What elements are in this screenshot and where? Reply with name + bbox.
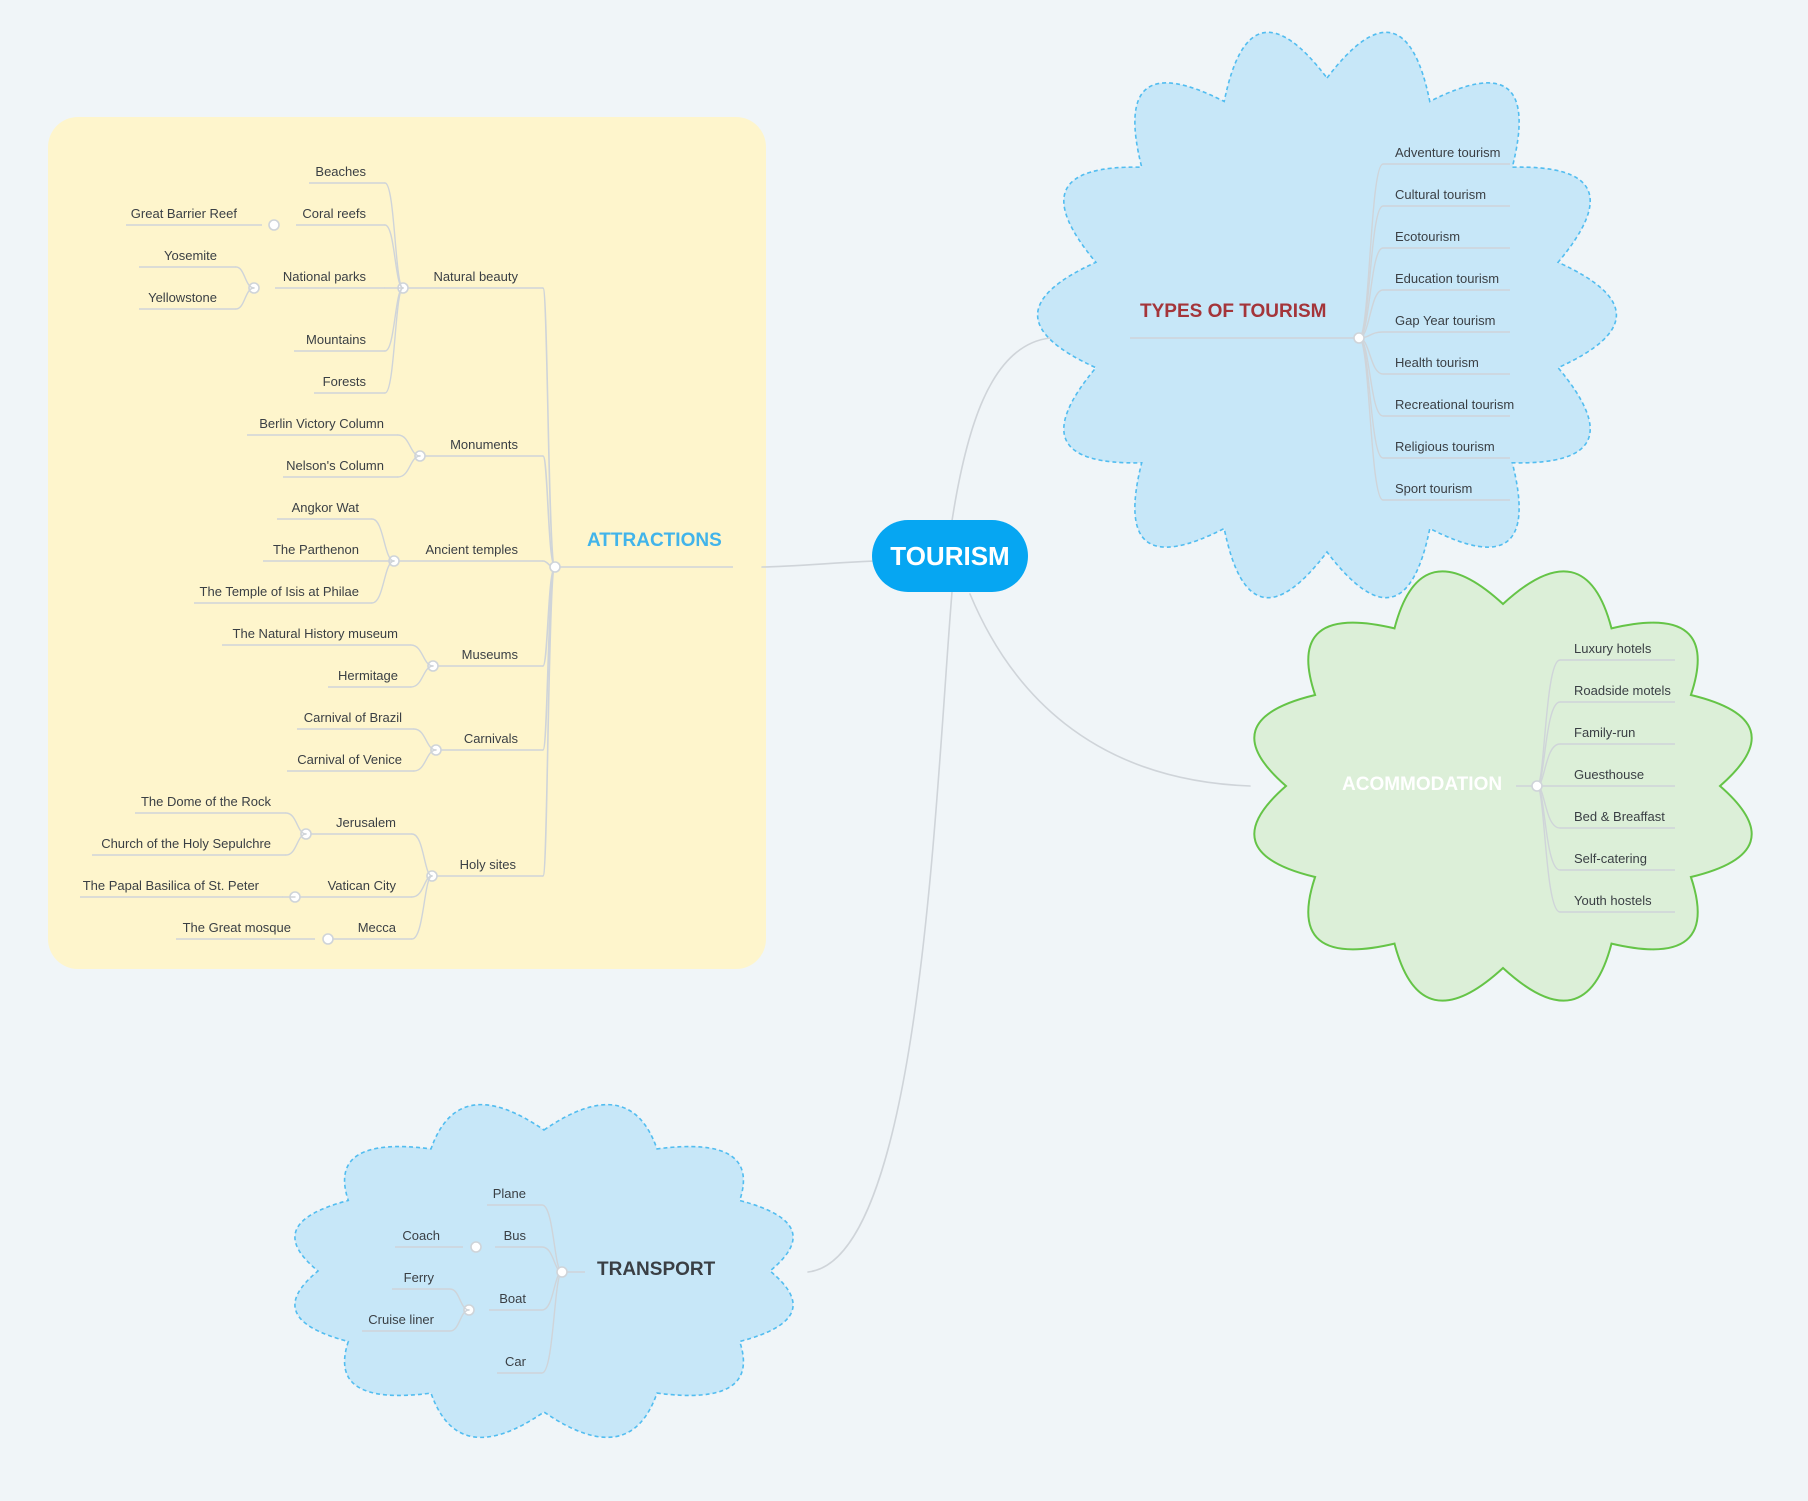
connector-ferry xyxy=(449,1288,470,1311)
connector-yellowstone xyxy=(235,287,255,310)
main-topic-accommodation[interactable]: ACOMMODATION xyxy=(1342,774,1503,795)
topic-hermitage[interactable]: Hermitage xyxy=(338,668,398,683)
topic-natural-beauty[interactable]: Natural beauty xyxy=(433,269,518,284)
connector-coral-reefs xyxy=(384,224,404,289)
connector-accommodation xyxy=(969,593,1251,787)
topic-gap-year-tourism[interactable]: Gap Year tourism xyxy=(1395,313,1496,328)
topic-coach[interactable]: Coach xyxy=(402,1228,440,1243)
topic-adventure-tourism[interactable]: Adventure tourism xyxy=(1395,145,1501,160)
topic-holy-sites[interactable]: Holy sites xyxy=(459,857,516,872)
topic-church-of-the-holy-sepulchre[interactable]: Church of the Holy Sepulchre xyxy=(101,836,271,851)
topic-boat[interactable]: Boat xyxy=(499,1291,526,1306)
topic-carnival-of-brazil[interactable]: Carnival of Brazil xyxy=(303,710,402,725)
main-topic-transport[interactable]: TRANSPORT xyxy=(597,1259,716,1280)
topic-angkor-wat[interactable]: Angkor Wat xyxy=(291,500,359,515)
topic-great-mosque[interactable]: The Great mosque xyxy=(182,920,291,935)
topic-berlin-victory-column[interactable]: Berlin Victory Column xyxy=(259,416,384,431)
connector-hermitage xyxy=(410,665,434,688)
transport-cloud xyxy=(294,1103,794,1439)
topic-sport-tourism[interactable]: Sport tourism xyxy=(1395,481,1473,496)
node-attractions xyxy=(549,561,561,573)
topic-the-dome-of-the-rock[interactable]: The Dome of the Rock xyxy=(140,794,271,809)
connector-angkor-wat xyxy=(371,518,395,562)
topic-plane[interactable]: Plane xyxy=(492,1186,526,1201)
topic-national-parks[interactable]: National parks xyxy=(282,269,366,284)
connector-forests xyxy=(384,287,404,394)
topic-roadside-motels[interactable]: Roadside motels xyxy=(1574,683,1671,698)
connector-transport xyxy=(807,591,953,1273)
connector-the-natural-history-museum xyxy=(410,644,434,667)
topic-the-temple-of-isis-at-philae[interactable]: The Temple of Isis at Philae xyxy=(199,584,359,599)
connector-the-dome-of-the-rock xyxy=(285,812,307,835)
topic-yellowstone[interactable]: Yellowstone xyxy=(148,290,217,305)
connector-church-of-the-holy-sepulchre xyxy=(285,833,307,856)
topic-coral-reefs[interactable]: Coral reefs xyxy=(302,206,366,221)
topic-guesthouse[interactable]: Guesthouse xyxy=(1574,767,1645,782)
topic-forests[interactable]: Forests xyxy=(322,374,366,389)
topic-ferry[interactable]: Ferry xyxy=(403,1270,434,1285)
connector-carnival-of-venice xyxy=(413,749,437,772)
topic-monuments[interactable]: Monuments xyxy=(450,437,518,452)
topic-nelson-s-column[interactable]: Nelson's Column xyxy=(286,458,384,473)
node-coral-reefs xyxy=(268,219,280,231)
topic-the-natural-history-museum[interactable]: The Natural History museum xyxy=(232,626,398,641)
main-topic-attractions[interactable]: ATTRACTIONS xyxy=(587,530,722,551)
topic-mountains[interactable]: Mountains xyxy=(306,332,366,347)
central-topic-tourism[interactable]: TOURISM xyxy=(872,520,1028,592)
topic-youth-hostels[interactable]: Youth hostels xyxy=(1574,893,1652,908)
topic-jerusalem[interactable]: Jerusalem xyxy=(336,815,396,830)
connector-natural-beauty xyxy=(542,287,556,568)
connector-cultural-tourism xyxy=(1358,205,1384,339)
topic-ecotourism[interactable]: Ecotourism xyxy=(1395,229,1461,244)
connector-holy-sites xyxy=(542,566,556,877)
topic-the-parthenon[interactable]: The Parthenon xyxy=(272,542,359,557)
topic-cruise-liner[interactable]: Cruise liner xyxy=(368,1312,434,1327)
topic-mecca[interactable]: Mecca xyxy=(357,920,396,935)
accommodation-cloud xyxy=(1253,570,1753,1002)
topic-car[interactable]: Car xyxy=(505,1354,526,1369)
topic-family-run[interactable]: Family-run xyxy=(1574,725,1636,740)
node-mecca xyxy=(322,933,334,945)
topic-religious-tourism[interactable]: Religious tourism xyxy=(1395,439,1495,454)
connector-the-temple-of-isis-at-philae xyxy=(371,560,395,604)
topic-museums[interactable]: Museums xyxy=(461,647,518,662)
topic-papal-basilica[interactable]: The Papal Basilica of St. Peter xyxy=(82,878,259,893)
topic-self-catering[interactable]: Self-catering xyxy=(1574,851,1647,866)
node-types-of-tourism xyxy=(1353,332,1365,344)
topic-yosemite[interactable]: Yosemite xyxy=(164,248,217,263)
node-transport xyxy=(556,1266,568,1278)
topic-health-tourism[interactable]: Health tourism xyxy=(1395,355,1479,370)
connector-types-of-tourism xyxy=(949,337,1051,535)
connector-sport-tourism xyxy=(1358,337,1384,501)
connector-cruise-liner xyxy=(449,1309,470,1332)
connector-carnival-of-brazil xyxy=(413,728,437,751)
topic-beaches[interactable]: Beaches xyxy=(315,164,366,179)
main-topic-types-of-tourism[interactable]: TYPES OF TOURISM xyxy=(1140,301,1327,322)
topic-carnivals[interactable]: Carnivals xyxy=(463,731,518,746)
types-cloud xyxy=(1037,31,1617,599)
topic-luxury-hotels[interactable]: Luxury hotels xyxy=(1574,641,1652,656)
topic-education-tourism[interactable]: Education tourism xyxy=(1395,271,1500,286)
attractions-panel xyxy=(48,117,766,969)
topic-bus[interactable]: Bus xyxy=(503,1228,526,1243)
topic-ancient-temples[interactable]: Ancient temples xyxy=(425,542,519,557)
topic-recreational-tourism[interactable]: Recreational tourism xyxy=(1395,397,1515,412)
topic-vatican-city[interactable]: Vatican City xyxy=(327,878,396,893)
connector-jerusalem xyxy=(411,833,433,877)
node-accommodation xyxy=(1531,780,1543,792)
connector-nelson-s-column xyxy=(397,455,421,478)
topic-cultural-tourism[interactable]: Cultural tourism xyxy=(1395,187,1487,202)
node-bus xyxy=(470,1241,482,1253)
connector-berlin-victory-column xyxy=(397,434,421,457)
topic-great-barrier-reef[interactable]: Great Barrier Reef xyxy=(130,206,237,221)
connector-mecca xyxy=(411,875,433,940)
topic-bed-breaffast[interactable]: Bed & Breaffast xyxy=(1574,809,1665,824)
connector-yosemite xyxy=(235,266,255,289)
topic-carnival-of-venice[interactable]: Carnival of Venice xyxy=(297,752,402,767)
